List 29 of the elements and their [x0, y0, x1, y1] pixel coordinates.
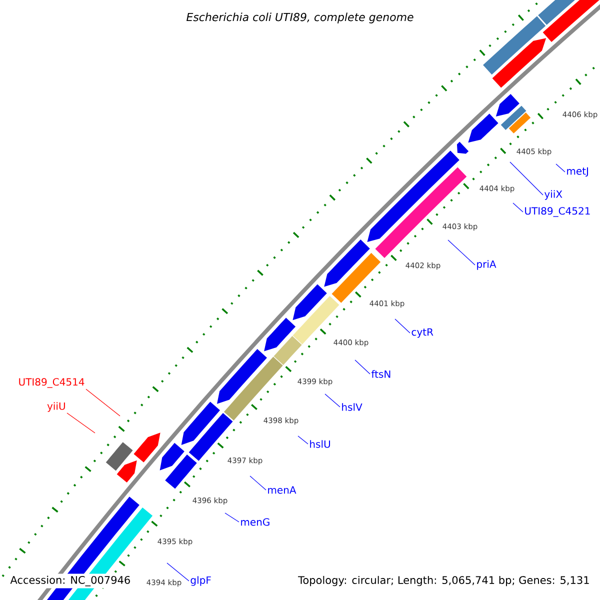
gene-label: hslU [310, 440, 330, 448]
gene-label: yiiX [544, 190, 562, 200]
leader-line [324, 394, 340, 408]
leader-line [394, 318, 410, 334]
gene-label: priA [477, 260, 496, 270]
accession-text: Accession: NC_007946 [8, 574, 133, 588]
genome-stats-text: Topology: circular; Length: 5,065,741 bp; Genes: 5,131 [298, 576, 589, 586]
leader-line [512, 202, 524, 212]
gene-label: yiiU [47, 402, 65, 412]
title: Escherichia coli UTI89, complete genome [186, 12, 414, 24]
gene-label: UTI89_C4514 [19, 378, 84, 388]
leader-line [86, 388, 120, 416]
gene-label: UTI89_C4521 [525, 207, 590, 217]
gene-label: metJ [567, 167, 588, 177]
leader-line [510, 162, 544, 196]
leader-line [556, 164, 566, 172]
gene-label: hslV [342, 403, 362, 411]
leader-line [250, 476, 266, 490]
leader-line [166, 562, 190, 582]
leader-line [448, 240, 476, 266]
leader-line [354, 360, 370, 374]
gene-label: glpF [190, 576, 211, 586]
gene-label: menA [268, 486, 296, 494]
leader-line [298, 436, 308, 444]
gene-label: cytR [412, 328, 434, 338]
gene-label: ftsN [371, 370, 390, 378]
leader-line [224, 512, 240, 522]
gene-label: menG [241, 518, 270, 526]
leader-line [66, 412, 96, 434]
